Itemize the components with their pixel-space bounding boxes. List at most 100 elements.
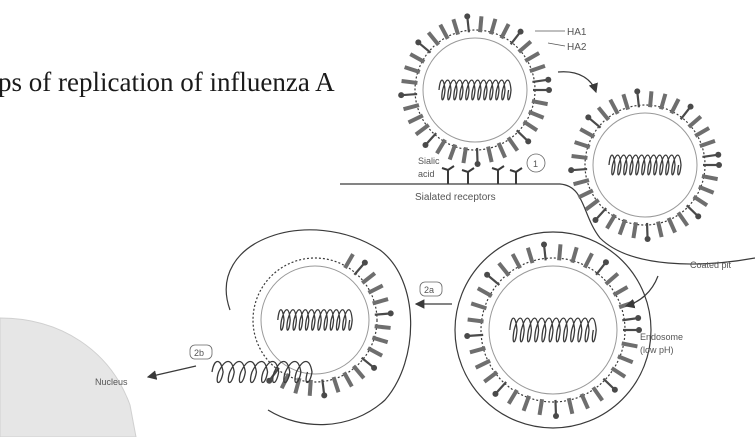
hemagglutinin-spike bbox=[700, 141, 715, 146]
neuraminidase-head bbox=[464, 13, 470, 19]
label-sialated-receptors: Sialated receptors bbox=[415, 192, 496, 203]
neuraminidase-head bbox=[492, 391, 498, 397]
hemagglutinin-spike bbox=[476, 361, 490, 368]
hemagglutinin-spike bbox=[695, 128, 709, 136]
hemagglutinin-spike bbox=[373, 299, 388, 303]
hemagglutinin-spike bbox=[572, 247, 576, 262]
label-step-2a: 2a bbox=[424, 285, 434, 295]
hemagglutinin-spike bbox=[499, 143, 506, 158]
ribonucleoprotein-coil bbox=[278, 310, 352, 330]
hemagglutinin-spike bbox=[508, 138, 517, 151]
neuraminidase-head bbox=[634, 88, 640, 94]
hemagglutinin-spike bbox=[484, 372, 497, 382]
hemagglutinin-spike bbox=[362, 273, 375, 283]
neuraminidase-head bbox=[553, 413, 559, 419]
neuraminidase-head bbox=[585, 114, 591, 120]
hemagglutinin-spike bbox=[699, 187, 714, 193]
arrow-attach-to-pit bbox=[558, 72, 596, 92]
arrow-to-nucleus bbox=[148, 366, 196, 377]
virion-attaching bbox=[398, 13, 552, 167]
hemagglutinin-spike bbox=[450, 145, 455, 160]
label-step-1: 1 bbox=[533, 159, 538, 169]
label-ha2: HA2 bbox=[567, 42, 587, 53]
hemagglutinin-spike bbox=[530, 66, 545, 71]
hemagglutinin-spike bbox=[513, 254, 521, 268]
neuraminidase-head bbox=[592, 217, 598, 223]
hemagglutinin-spike bbox=[468, 320, 484, 322]
label-low-ph: (low pH) bbox=[640, 345, 674, 355]
hemagglutinin-spike bbox=[606, 274, 618, 284]
hemagglutinin-spike bbox=[372, 338, 387, 343]
neuraminidase-head bbox=[546, 87, 552, 93]
neuraminidase-head bbox=[603, 259, 609, 265]
label-nucleus: Nucleus bbox=[95, 377, 128, 387]
hemagglutinin-spike bbox=[488, 147, 492, 163]
hemagglutinin-spike bbox=[437, 140, 445, 154]
hemagglutinin-spike bbox=[408, 115, 422, 122]
cell-membrane bbox=[340, 184, 755, 264]
label-acid: acid bbox=[418, 169, 435, 179]
hemagglutinin-spike bbox=[405, 67, 420, 72]
hemagglutinin-spike bbox=[404, 105, 419, 109]
neuraminidase-head bbox=[645, 236, 651, 242]
hemagglutinin-spike bbox=[410, 54, 424, 62]
hemagglutinin-spike bbox=[619, 302, 634, 307]
hemagglutinin-spike bbox=[572, 156, 588, 158]
label-step-2b: 2b bbox=[194, 348, 204, 358]
hemagglutinin-spike bbox=[678, 213, 687, 226]
hemagglutinin-spike bbox=[478, 288, 492, 296]
hemagglutinin-spike bbox=[598, 107, 608, 119]
hemagglutinin-spike bbox=[519, 41, 531, 51]
neuraminidase-head bbox=[266, 378, 272, 384]
hemagglutinin-spike bbox=[509, 390, 517, 404]
hemagglutinin-spike bbox=[499, 263, 509, 275]
hemagglutinin-spike bbox=[618, 356, 633, 362]
neuraminidase-head bbox=[716, 162, 722, 168]
neuraminidase-head bbox=[362, 260, 368, 266]
hemagglutinin-spike bbox=[471, 303, 486, 308]
hemagglutinin-spike bbox=[623, 94, 628, 109]
released-rna-coil bbox=[212, 362, 312, 383]
neuraminidase-head bbox=[688, 104, 694, 110]
neuraminidase-head bbox=[398, 92, 404, 98]
hemagglutinin-spike bbox=[354, 366, 364, 378]
label-sialic: Sialic bbox=[418, 156, 440, 166]
hemagglutinin-spike bbox=[633, 222, 636, 238]
hemagglutinin-spike bbox=[586, 200, 599, 210]
hemagglutinin-spike bbox=[375, 326, 391, 328]
neuraminidase-head bbox=[388, 310, 394, 316]
hemagglutinin-spike bbox=[524, 122, 537, 131]
hemagglutinin-spike bbox=[540, 399, 543, 415]
hemagglutinin-spike bbox=[669, 218, 676, 233]
ribonucleoprotein-coil bbox=[439, 80, 511, 100]
hemagglutinin-spike bbox=[658, 222, 662, 238]
virion-uncoating bbox=[253, 254, 394, 398]
hemagglutinin-spike bbox=[650, 91, 651, 107]
label-coated-pit: Coated pit bbox=[690, 260, 732, 270]
hemagglutinin-spike bbox=[689, 116, 701, 126]
hemagglutinin-spike bbox=[480, 16, 481, 32]
hemagglutinin-spike bbox=[581, 394, 588, 409]
hemagglutinin-spike bbox=[593, 387, 602, 400]
hemagglutinin-spike bbox=[620, 220, 625, 235]
virion-in-coated-pit bbox=[568, 88, 722, 242]
label-ha1: HA1 bbox=[567, 27, 587, 38]
hemagglutinin-spike bbox=[402, 81, 418, 83]
neuraminidase-head bbox=[321, 392, 327, 398]
hemagglutinin-spike bbox=[622, 343, 638, 346]
hemagglutinin-spike bbox=[559, 244, 560, 260]
hemagglutinin-spike bbox=[671, 99, 678, 113]
label-endosome: Endosome bbox=[640, 332, 683, 342]
sialated-receptors-icons bbox=[442, 166, 522, 184]
hemagglutinin-spike bbox=[612, 368, 625, 377]
hemagglutinin-spike bbox=[528, 248, 533, 263]
virion-in-endosome bbox=[464, 241, 642, 418]
hemagglutinin-spike bbox=[428, 32, 438, 44]
hemagglutinin-spike bbox=[569, 398, 573, 414]
hemagglutinin-spike bbox=[702, 176, 718, 179]
neuraminidase-head bbox=[415, 39, 421, 45]
hemagglutinin-spike bbox=[694, 197, 707, 206]
released-ribonucleoprotein bbox=[212, 362, 312, 383]
hemagglutinin-spike bbox=[501, 24, 508, 38]
